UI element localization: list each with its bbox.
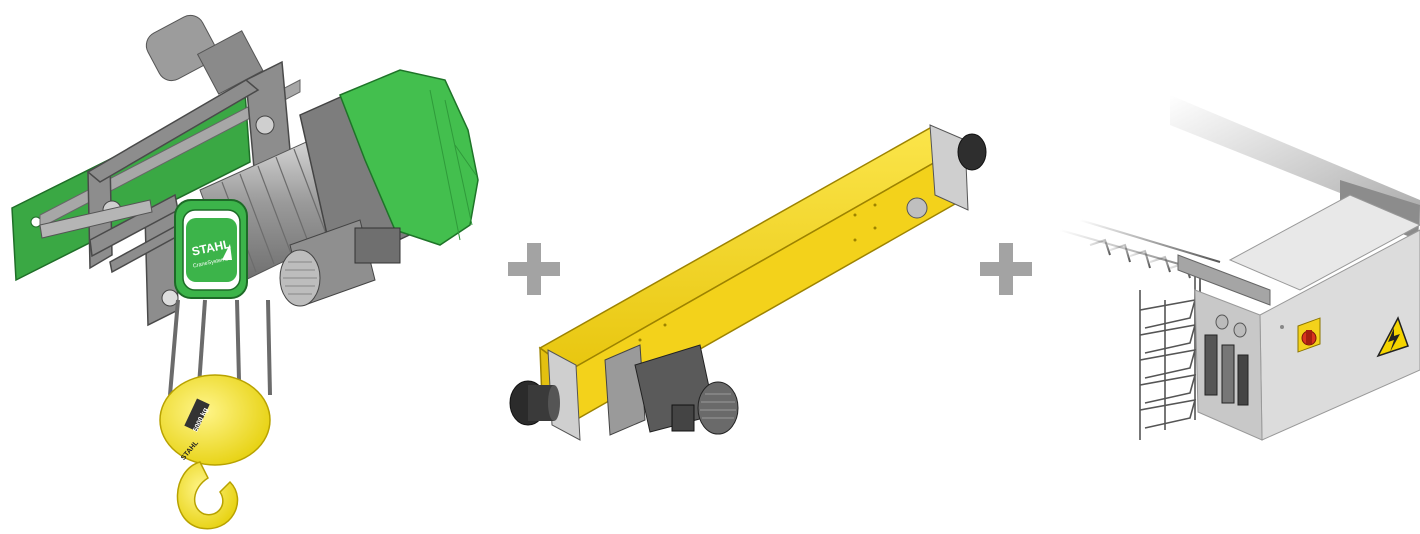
control-system <box>1059 95 1420 441</box>
plus-sign-1 <box>508 243 560 295</box>
travel-drive <box>604 344 739 436</box>
main-switch-icon <box>1297 317 1321 353</box>
trolley-motor <box>145 14 264 95</box>
buffer-left <box>509 380 560 426</box>
cable-ladder <box>1139 275 1197 440</box>
cable-tray <box>1059 219 1221 300</box>
wire-rope-hoist: STAHL CraneSystems 5000 kg STAHL <box>11 14 479 530</box>
plus-sign-2 <box>980 243 1032 295</box>
hook-block: 5000 kg STAHL <box>159 374 271 530</box>
gearbox-cover <box>339 69 479 246</box>
carriage-wheel <box>906 197 928 219</box>
hoist-motor <box>279 219 401 307</box>
high-voltage-icon <box>1376 316 1409 358</box>
buffer-right <box>957 133 987 171</box>
rope-guide-housing: STAHL CraneSystems <box>174 199 248 299</box>
end-carriage-beam <box>538 127 962 371</box>
control-cabinet <box>1177 194 1420 441</box>
end-carriage <box>509 124 987 441</box>
